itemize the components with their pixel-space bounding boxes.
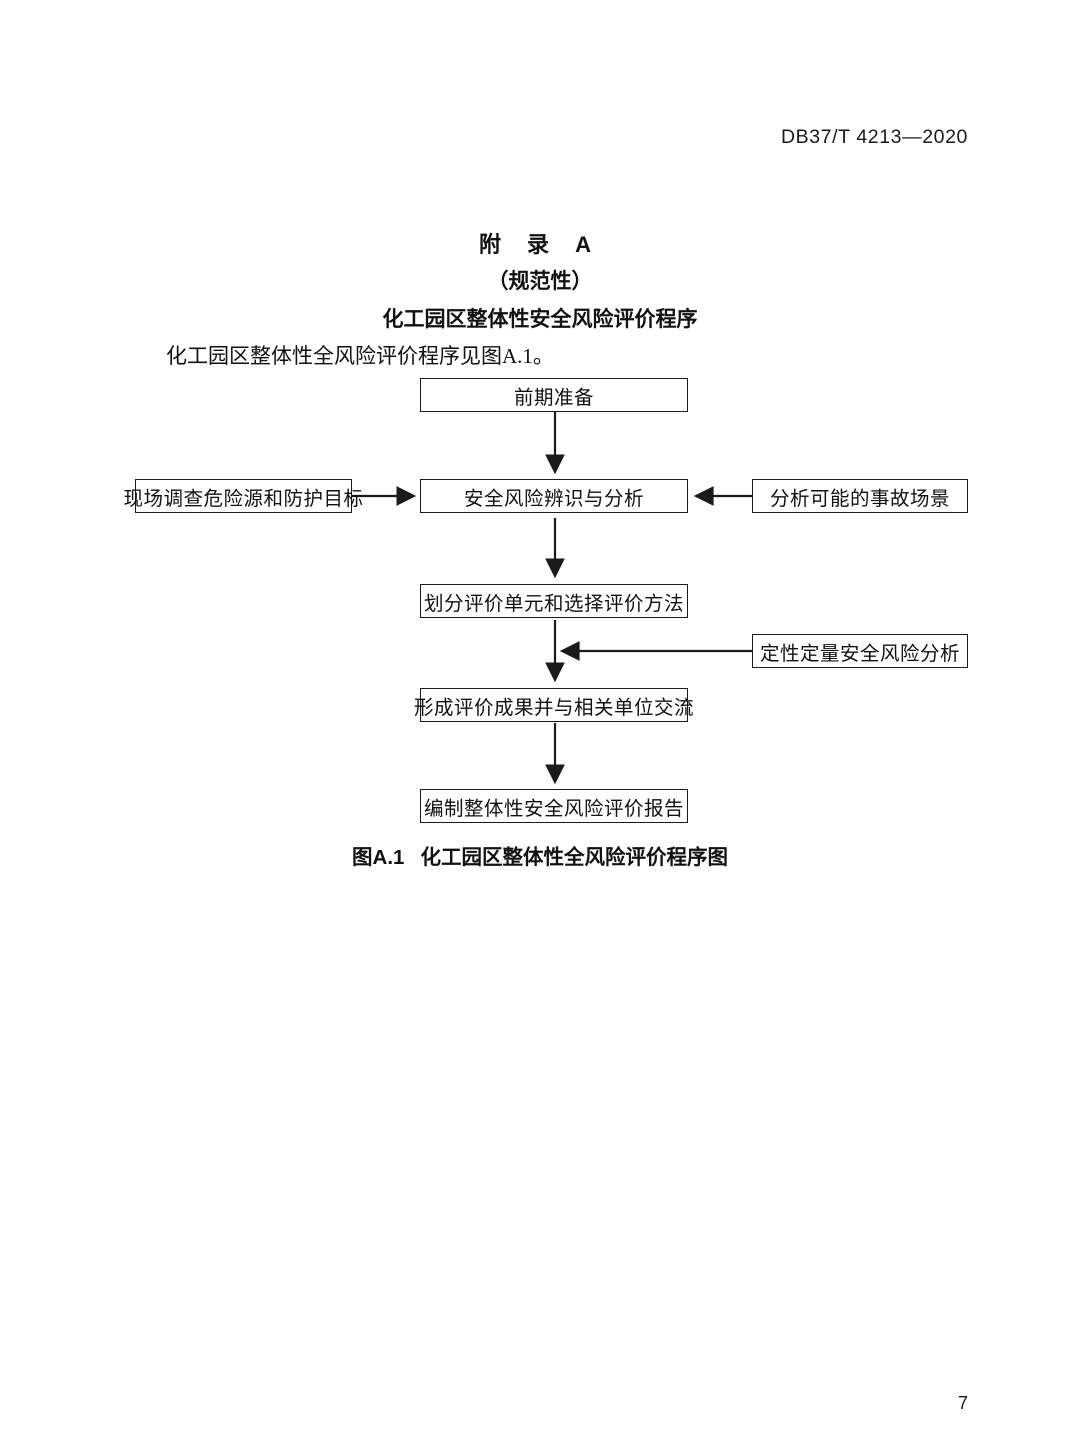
annex-kind: （规范性）: [487, 270, 593, 293]
flow-node-prep[interactable]: 前期准备: [420, 378, 688, 412]
figure-caption-text: 化工园区整体性全风险评价程序图: [420, 846, 728, 869]
flow-node-scenarios[interactable]: 分析可能的事故场景: [752, 479, 968, 513]
figure-caption: 图A.1 化工园区整体性全风险评价程序图: [0, 840, 1080, 870]
page-number: 7: [957, 1393, 968, 1413]
annex-label: 附 录 A: [478, 232, 602, 257]
annex-name: 化工园区整体性安全风险评价程序: [382, 308, 698, 331]
appendix-title-block: 附 录 A （规范性） 化工园区整体性安全风险评价程序: [0, 228, 1080, 337]
standard-code-header: DB37/T 4213—2020: [780, 126, 968, 148]
intro-paragraph: 化工园区整体性全风险评价程序见图A.1。: [166, 344, 554, 368]
flow-node-quant-qual-analysis[interactable]: 定性定量安全风险分析: [752, 634, 968, 668]
flow-node-identify[interactable]: 安全风险辨识与分析: [420, 479, 688, 513]
flow-node-results[interactable]: 形成评价成果并与相关单位交流: [414, 688, 694, 722]
figure-caption-number: 图A.1: [352, 846, 405, 869]
flow-node-survey[interactable]: 现场调查危险源和防护目标: [124, 479, 363, 513]
flow-node-units[interactable]: 划分评价单元和选择评价方法: [420, 584, 688, 618]
flow-node-report[interactable]: 编制整体性安全风险评价报告: [420, 789, 688, 823]
